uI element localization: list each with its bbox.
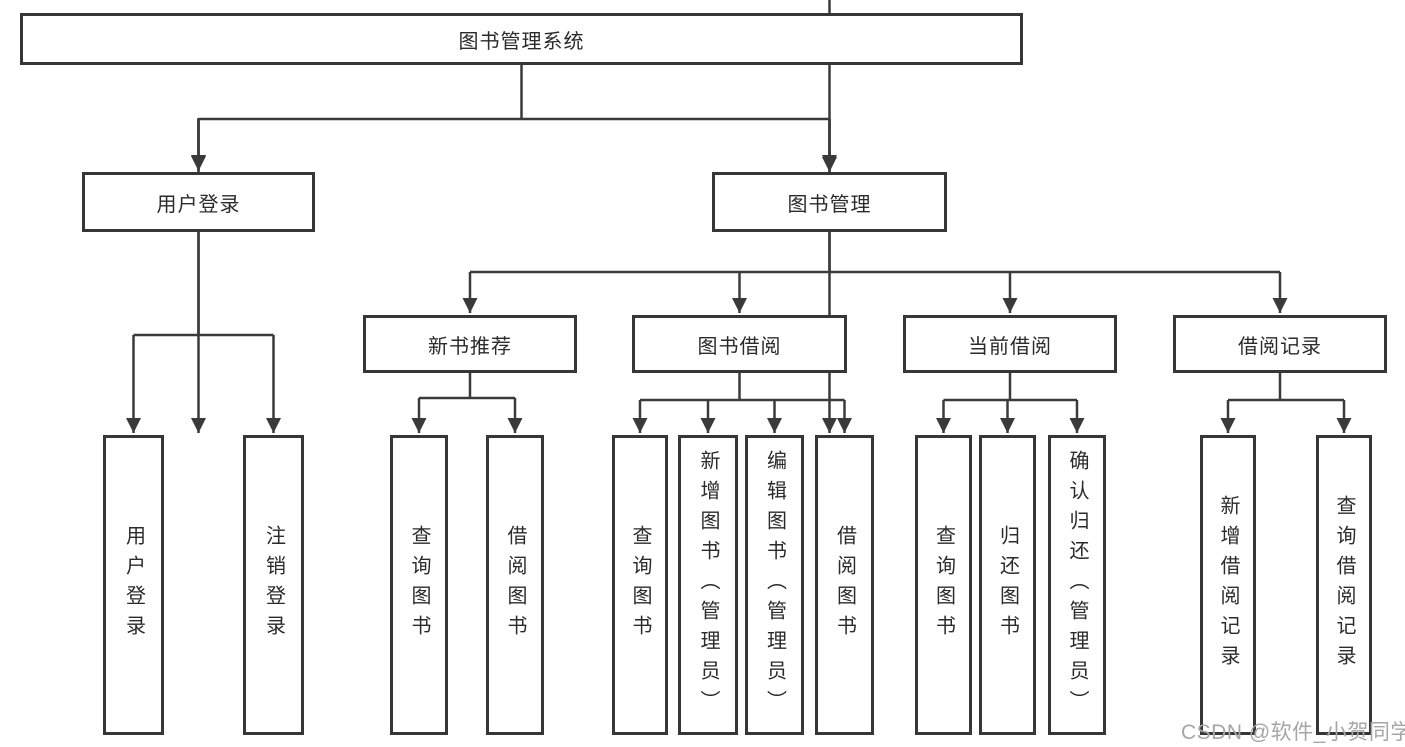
leaf-add-borrow-record-label: 新增借阅记录 <box>1217 495 1239 675</box>
connector-book-borrow <box>632 373 852 433</box>
leaf-borrow-books-2-label: 借阅图书 <box>833 525 856 645</box>
node-borrow-records: 借阅记录 <box>1173 315 1387 373</box>
leaf-query-borrow-record: 查询借阅记录 <box>1316 435 1372 735</box>
node-book-mgmt-label: 图书管理 <box>787 193 872 216</box>
leaf-confirm-return-admin-label: 确认归还（管理员） <box>1066 450 1088 720</box>
leaf-return-book-label: 归还图书 <box>996 525 1019 645</box>
connector-current-borrow <box>936 373 1085 433</box>
leaf-query-books-1-label: 查询图书 <box>408 525 430 645</box>
leaf-borrow-books-1: 借阅图书 <box>486 435 544 735</box>
node-root: 图书管理系统 <box>20 13 1023 65</box>
node-root-label: 图书管理系统 <box>458 30 585 53</box>
leaf-query-books-3-label: 查询图书 <box>932 525 955 645</box>
leaf-add-book-admin: 新增图书（管理员） <box>678 435 738 735</box>
leaf-query-books-1: 查询图书 <box>390 435 448 735</box>
node-book-borrow-label: 图书借阅 <box>697 335 782 358</box>
watermark: CSDN @软件_小贺同学 <box>1181 721 1405 744</box>
leaf-query-books-3: 查询图书 <box>915 435 972 735</box>
node-user-login-label: 用户登录 <box>156 193 241 216</box>
leaf-query-borrow-record-label: 查询借阅记录 <box>1333 495 1355 675</box>
leaf-edit-book-admin: 编辑图书（管理员） <box>745 435 804 735</box>
leaf-query-books-2: 查询图书 <box>612 435 668 735</box>
connector-borrow-records <box>1220 373 1352 433</box>
node-current-borrow: 当前借阅 <box>903 315 1117 373</box>
node-new-book-recommend-label: 新书推荐 <box>428 335 512 358</box>
leaf-logout-label: 注销登录 <box>262 525 285 645</box>
leaf-confirm-return-admin: 确认归还（管理员） <box>1048 435 1106 735</box>
node-current-borrow-label: 当前借阅 <box>968 335 1052 358</box>
leaf-add-book-admin-label: 新增图书（管理员） <box>697 450 719 720</box>
node-borrow-records-label: 借阅记录 <box>1238 335 1322 358</box>
leaf-borrow-books-1-label: 借阅图书 <box>504 525 526 645</box>
leaf-return-book: 归还图书 <box>979 435 1036 735</box>
leaf-logout: 注销登录 <box>243 435 304 735</box>
leaf-add-borrow-record: 新增借阅记录 <box>1200 435 1256 735</box>
leaf-user-login-label: 用户登录 <box>122 525 145 645</box>
leaf-edit-book-admin-label: 编辑图书（管理员） <box>763 450 786 720</box>
node-book-borrow: 图书借阅 <box>632 315 847 373</box>
node-user-login: 用户登录 <box>82 172 315 232</box>
connector-book-mgmt <box>462 232 1288 313</box>
connector-level1-drops <box>191 119 837 170</box>
connector-new-book <box>411 373 523 433</box>
node-new-book-recommend: 新书推荐 <box>363 315 577 373</box>
leaf-user-login: 用户登录 <box>103 435 164 735</box>
leaf-borrow-books-2: 借阅图书 <box>815 435 874 735</box>
connector-user-login <box>126 232 281 433</box>
node-book-mgmt: 图书管理 <box>712 172 947 232</box>
leaf-query-books-2-label: 查询图书 <box>629 525 651 645</box>
